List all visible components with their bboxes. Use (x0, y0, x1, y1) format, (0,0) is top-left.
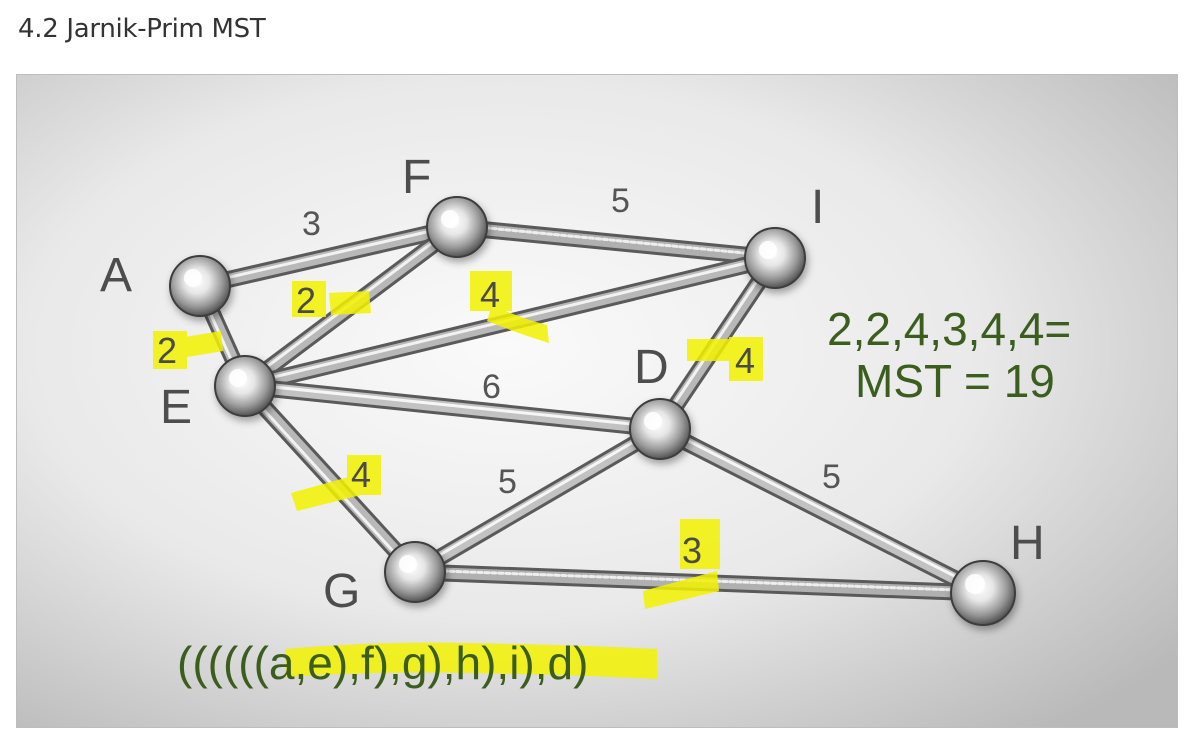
mst-weights-sum: 2,2,4,3,4,4= (827, 303, 1071, 355)
node-h (950, 560, 1016, 626)
highlight-ae-stroke (185, 331, 223, 357)
edge-d-h (651, 420, 992, 602)
edge-weight-f-i: 5 (611, 182, 630, 220)
node-labels: A F I E D G H (100, 151, 1045, 618)
edge-weight-d-h: 5 (822, 458, 841, 496)
highlight-ei-weight (470, 271, 512, 311)
edge-e-g (236, 377, 424, 581)
highlight-ef-stroke (329, 291, 371, 315)
mst-total: MST = 19 (855, 355, 1055, 407)
edge-weight-e-g: 4 (351, 454, 371, 495)
highlight-gh-stroke (643, 571, 719, 609)
highlight-id-stroke (687, 339, 731, 361)
prim-order-expression: ((((((a,e),f),g),h),i),d) (177, 637, 588, 689)
node-label-a: A (100, 249, 132, 302)
node-f (426, 196, 488, 258)
node-label-i: I (811, 181, 824, 234)
node-i (744, 227, 806, 289)
highlight-eg-stroke (291, 473, 369, 511)
edge-weight-e-d: 6 (482, 368, 501, 406)
mst-diagram-svg: A F I E D G H 3 5 2 2 4 4 6 4 5 5 3 (17, 75, 1177, 727)
edge-weight-i-d: 4 (735, 340, 755, 381)
node-label-e: E (160, 381, 192, 434)
node-g (384, 541, 446, 603)
highlighter-layer (153, 271, 763, 679)
edge-weight-g-d: 5 (498, 463, 517, 501)
edge-weights: 3 5 2 2 4 4 6 4 5 5 3 (157, 182, 841, 571)
highlight-ae-weight (153, 331, 187, 369)
edge-weight-a-f: 3 (302, 205, 321, 243)
edge-weight-a-e: 2 (157, 330, 177, 371)
node-d (629, 398, 691, 460)
highlight-ei-stroke (487, 305, 549, 343)
highlight-ef-weight (292, 281, 326, 317)
edge-weight-e-f: 2 (296, 280, 316, 321)
edge-g-d (406, 420, 669, 581)
edge-e-d (236, 377, 669, 438)
highlight-order-expression (285, 642, 657, 679)
highlight-gh-weight (680, 519, 720, 569)
nodes-layer (169, 196, 1016, 626)
node-label-d: D (634, 341, 669, 394)
page-title: 4.2 Jarnik-Prim MST (18, 14, 266, 44)
node-label-f: F (402, 151, 431, 204)
node-a (169, 255, 231, 317)
node-label-g: G (323, 565, 360, 618)
node-label-h: H (1010, 517, 1045, 570)
node-e (214, 355, 276, 417)
edge-a-f (191, 218, 466, 295)
edge-f-i (448, 218, 784, 267)
highlight-id-weight (729, 337, 763, 381)
edge-weight-e-i: 4 (480, 274, 500, 315)
mst-figure: A F I E D G H 3 5 2 2 4 4 6 4 5 5 3 (16, 74, 1178, 728)
edge-weight-g-h: 3 (682, 530, 702, 571)
